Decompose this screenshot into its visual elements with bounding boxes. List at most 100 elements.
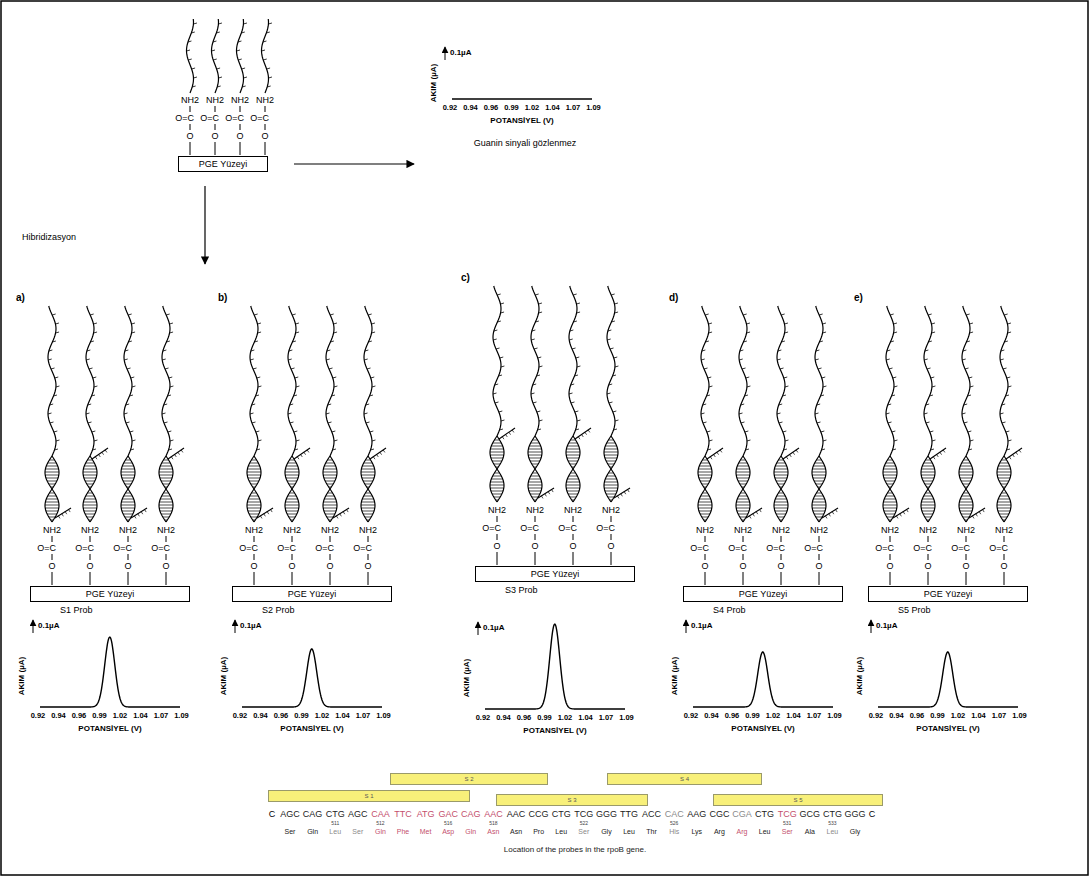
bond-line — [124, 413, 128, 414]
bond-line — [998, 478, 1010, 479]
voltammogram — [452, 98, 592, 99]
amine-group: NH2 — [957, 526, 975, 535]
bond-line — [567, 446, 578, 447]
bond-line — [927, 368, 931, 369]
bond-line — [285, 505, 299, 506]
bond-line — [294, 431, 298, 432]
bond-line — [166, 314, 170, 315]
bond-line — [122, 499, 133, 500]
tick-label: 1.04 — [786, 712, 801, 720]
helix-strand — [159, 456, 173, 522]
dna-strand — [493, 286, 501, 436]
codon: ATG — [417, 810, 435, 819]
bond-line — [968, 431, 972, 432]
node-text: S 5 — [793, 797, 802, 803]
tick-label: 1.02 — [951, 712, 966, 720]
codon-number: 518 — [489, 821, 497, 826]
bond-line — [780, 487, 783, 488]
bond-line — [925, 493, 930, 494]
bond-line — [372, 386, 376, 387]
bond-line — [327, 460, 332, 461]
tick-label: 1.09 — [827, 712, 842, 720]
codon-number: 533 — [828, 821, 836, 826]
bond-line — [886, 496, 895, 497]
bond-line — [494, 330, 498, 331]
bond-line — [818, 368, 822, 369]
bond-line — [885, 481, 895, 482]
bond-line — [781, 572, 782, 585]
bond-line — [753, 514, 755, 517]
bond-line — [736, 505, 750, 506]
bond-line — [53, 395, 57, 396]
bond-line — [774, 505, 788, 506]
tick-label: 0.92 — [31, 712, 46, 720]
bond-line — [87, 460, 92, 461]
bond-line — [93, 323, 97, 324]
bond-line — [822, 377, 826, 378]
electrode-surface: PGE Yüzeyi — [30, 586, 190, 602]
bond-line — [534, 467, 537, 468]
helix-strand — [883, 456, 897, 522]
bond-line — [997, 475, 1011, 476]
amine-group: NH2 — [206, 96, 224, 105]
oxygen-atom: O — [701, 562, 708, 571]
bond-line — [742, 487, 745, 488]
bond-line — [494, 473, 499, 474]
bond-line — [534, 348, 538, 349]
codon: CTG — [552, 810, 571, 819]
tick-label: 0.96 — [517, 714, 532, 722]
bond-line — [1019, 450, 1021, 452]
dna-strand — [531, 286, 539, 436]
bond-line — [707, 449, 711, 450]
bond-line — [779, 404, 783, 405]
bond-line — [925, 517, 931, 518]
bond-line — [125, 517, 131, 518]
bond-line — [490, 449, 503, 450]
bond-line — [887, 350, 891, 351]
bond-line — [528, 482, 541, 483]
bond-line — [1000, 413, 1004, 414]
bond-line — [363, 514, 373, 515]
bond-line — [552, 490, 554, 493]
oxygen-atom: O — [493, 542, 500, 551]
bond-line — [166, 536, 167, 542]
bond-line — [960, 478, 972, 479]
bond-line — [48, 359, 52, 360]
bond-line — [163, 493, 168, 494]
bond-line — [570, 330, 574, 331]
bond-line — [247, 472, 261, 473]
bond-line — [816, 493, 821, 494]
bond-line — [893, 508, 909, 518]
bond-line — [250, 359, 254, 360]
oxygen-atom: O — [86, 562, 93, 571]
bond-line — [574, 375, 578, 376]
bond-line — [832, 512, 834, 515]
bond-line — [698, 472, 712, 473]
bond-line — [778, 350, 782, 351]
bond-line — [90, 572, 91, 585]
bond-line — [1007, 323, 1011, 324]
bond-line — [123, 481, 133, 482]
bond-line — [497, 321, 501, 322]
bond-line — [965, 487, 968, 488]
bond-line — [605, 479, 616, 480]
bond-line — [1004, 572, 1005, 585]
bond-line — [364, 413, 368, 414]
bond-line — [247, 469, 260, 470]
amine-group: NH2 — [321, 526, 339, 535]
bond-line — [921, 505, 935, 506]
bond-line — [814, 481, 824, 482]
bond-line — [166, 572, 167, 585]
bond-line — [1000, 463, 1009, 464]
bond-line — [778, 517, 784, 518]
bond-line — [490, 485, 504, 486]
helix-strand — [121, 456, 135, 522]
bond-line — [999, 514, 1009, 515]
bond-line — [51, 487, 54, 488]
bond-line — [530, 494, 540, 495]
bond-line — [604, 482, 617, 483]
bond-line — [739, 496, 748, 497]
bond-line — [871, 620, 872, 633]
helix-strand — [736, 456, 750, 522]
bond-line — [45, 472, 59, 473]
